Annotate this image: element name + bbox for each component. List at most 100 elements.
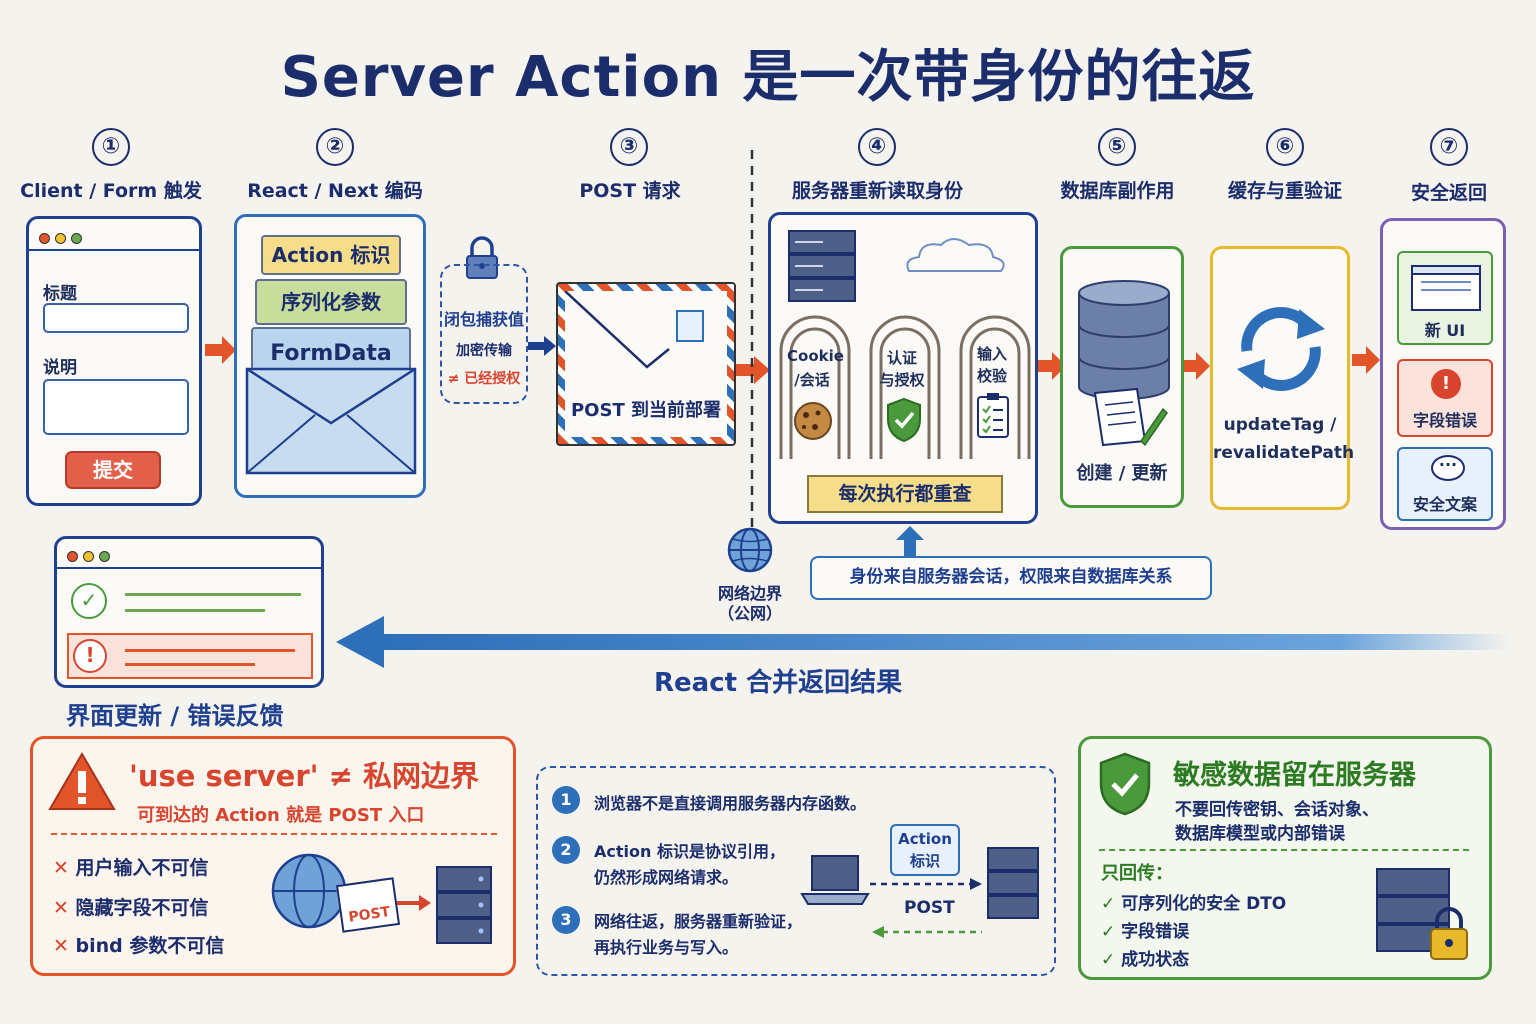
warning-item-2: ✕ 隐藏字段不可信: [53, 893, 209, 920]
network-boundary-sublabel: （公网）: [717, 604, 782, 623]
cache-panel: updateTag / revalidatePath: [1210, 246, 1355, 510]
note-3-line1: 网络往返，服务器重新验证，: [594, 912, 803, 931]
protocol-notes-panel: 1 浏览器不是直接调用服务器内存函数。 2 Action 标识是协议引用， 仍然…: [536, 766, 1056, 976]
sensitive-desc-line1: 不要回传密钥、会话对象、: [1175, 800, 1379, 820]
error-row: [67, 633, 313, 679]
note-1-text: 浏览器不是直接调用服务器内存函数。: [594, 794, 867, 813]
step-2-number: ②: [316, 128, 354, 166]
submit-button[interactable]: 提交: [65, 451, 161, 489]
envelope-icon: [245, 367, 417, 475]
post-envelope-small: POST: [335, 877, 401, 933]
warning-triangle-icon: [48, 752, 116, 810]
window-icon: [1411, 265, 1481, 311]
allowed-item-1-text: 可序列化的安全 DTO: [1121, 894, 1287, 914]
cache-api-line2: revalidatePath: [1213, 443, 1355, 463]
checkpoint-arches: [779, 315, 1031, 459]
post-request-label: POST: [904, 898, 955, 918]
globe-icon: [727, 527, 773, 573]
step-5-number: ⑤: [1098, 128, 1136, 166]
step-7-number: ⑦: [1430, 128, 1468, 166]
locked-server-icon: [1376, 868, 1468, 960]
action-id-tag-line1: Action: [898, 830, 952, 848]
sensitive-title: 敏感数据留在服务器: [1173, 760, 1416, 791]
envelope-flap: [565, 291, 670, 369]
warning-item-3: ✕ bind 参数不可信: [53, 931, 224, 958]
note-2-badge: 2: [552, 836, 580, 864]
arch-auth-label-1: 认证: [886, 349, 917, 367]
laptop-icon: [800, 855, 870, 905]
arch-auth-label-2: 与授权: [879, 371, 925, 389]
step-3-number: ③: [610, 128, 648, 166]
error-icon: !: [1431, 369, 1461, 399]
cache-api-line1: updateTag /: [1223, 415, 1337, 435]
warning-item-2-text: 隐藏字段不可信: [75, 897, 209, 919]
database-panel: 创建 / 更新: [1060, 246, 1184, 508]
post-envelope: POST 到当前部署: [556, 282, 736, 446]
check-icon: ✓: [1101, 922, 1116, 942]
x-icon: ✕: [53, 897, 69, 919]
client-form-window: 标题 说明 提交: [26, 216, 202, 506]
warning-subtitle: 可到达的 Action 就是 POST 入口: [137, 805, 425, 826]
note-1-badge: 1: [552, 786, 580, 814]
safe-return-panel: 新 UI ! 字段错误 ··· 安全文案: [1380, 218, 1506, 530]
recheck-banner: 每次执行都重查: [807, 475, 1003, 513]
sensitive-data-panel: 敏感数据留在服务器 不要回传密钥、会话对象、 数据库模型或内部错误 只回传： ✓…: [1078, 736, 1492, 980]
request-response-arrows: [870, 878, 982, 938]
warning-item-3-text: bind 参数不可信: [75, 935, 225, 957]
safe-message-label: 安全文案: [1412, 495, 1477, 514]
post-envelope-small-label: POST: [347, 904, 392, 926]
chat-bubble-icon: ···: [1431, 455, 1465, 481]
new-ui-label: 新 UI: [1424, 321, 1466, 340]
closure-line3: ≠ 已经授权: [447, 371, 521, 387]
description-textarea[interactable]: [43, 379, 189, 435]
success-check-icon: ✓: [71, 583, 107, 619]
closure-line2: 加密传输: [456, 343, 512, 359]
step-5-label: 数据库副作用: [1060, 180, 1175, 202]
error-alert-icon: !: [73, 639, 107, 673]
step-1-label: Client / Form 触发: [20, 180, 202, 202]
allowed-item-3: ✓ 成功状态: [1101, 945, 1189, 970]
red-arrow: [397, 895, 431, 911]
allowed-item-2: ✓ 字段错误: [1101, 917, 1189, 942]
step-2-label: React / Next 编码: [247, 180, 423, 202]
closure-note: 闭包捕获值 加密传输 ≠ 已经授权: [440, 264, 528, 404]
field-error-label: 字段错误: [1412, 411, 1477, 430]
arch-validate-label-1: 输入: [976, 345, 1007, 363]
return-only-label: 只回传：: [1101, 863, 1173, 884]
step-6-label: 缓存与重验证: [1227, 180, 1342, 202]
encode-panel: Action 标识 序列化参数 FormData: [234, 214, 426, 498]
warning-item-1: ✕ 用户输入不可信: [53, 853, 209, 880]
warning-item-1-text: 用户输入不可信: [75, 857, 209, 879]
x-icon: ✕: [53, 857, 69, 879]
server-small-icon: [987, 847, 1039, 919]
ui-update-label: 界面更新 / 错误反馈: [66, 702, 284, 730]
stamp-icon: [676, 310, 704, 342]
server-rack-icon: [788, 230, 856, 302]
warning-title: 'use server' ≠ 私网边界: [129, 759, 480, 793]
identity-source-note: 身份来自服务器会话，权限来自数据库关系: [810, 556, 1212, 600]
note-2-line1: Action 标识是协议引用，: [594, 842, 785, 861]
step-1-number: ①: [92, 128, 130, 166]
serialized-args-card: 序列化参数: [255, 279, 407, 325]
arch-cookie-label-1: Cookie: [787, 347, 844, 365]
cloud-icon: [906, 238, 1005, 272]
checklist-icon: [977, 393, 1009, 438]
note-2-line2: 仍然形成网络请求。: [594, 868, 739, 887]
new-ui-card: 新 UI: [1397, 251, 1493, 345]
page-title: Server Action 是一次带身份的往返: [280, 45, 1256, 110]
step-6-number: ⑥: [1266, 128, 1304, 166]
action-id-card: Action 标识: [261, 235, 401, 275]
network-boundary-label: 网络边界: [717, 584, 782, 603]
use-server-warning-panel: 'use server' ≠ 私网边界 可到达的 Action 就是 POST …: [30, 736, 516, 976]
safe-message-card: ··· 安全文案: [1397, 447, 1493, 521]
step-4-number: ④: [858, 128, 896, 166]
title-input[interactable]: [43, 303, 189, 333]
step-3-label: POST 请求: [579, 180, 681, 202]
post-envelope-label: POST 到当前部署: [570, 400, 721, 421]
merge-result-label: React 合并返回结果: [654, 668, 903, 698]
server-identity-panel: Cookie /会话 认证 与授权 输入 校验 每次执行都重查: [768, 212, 1038, 524]
server-icon: [436, 866, 492, 944]
closure-line1: 闭包捕获值: [443, 310, 524, 329]
cookie-icon: [794, 402, 832, 440]
field-error-card: ! 字段错误: [1397, 359, 1493, 437]
